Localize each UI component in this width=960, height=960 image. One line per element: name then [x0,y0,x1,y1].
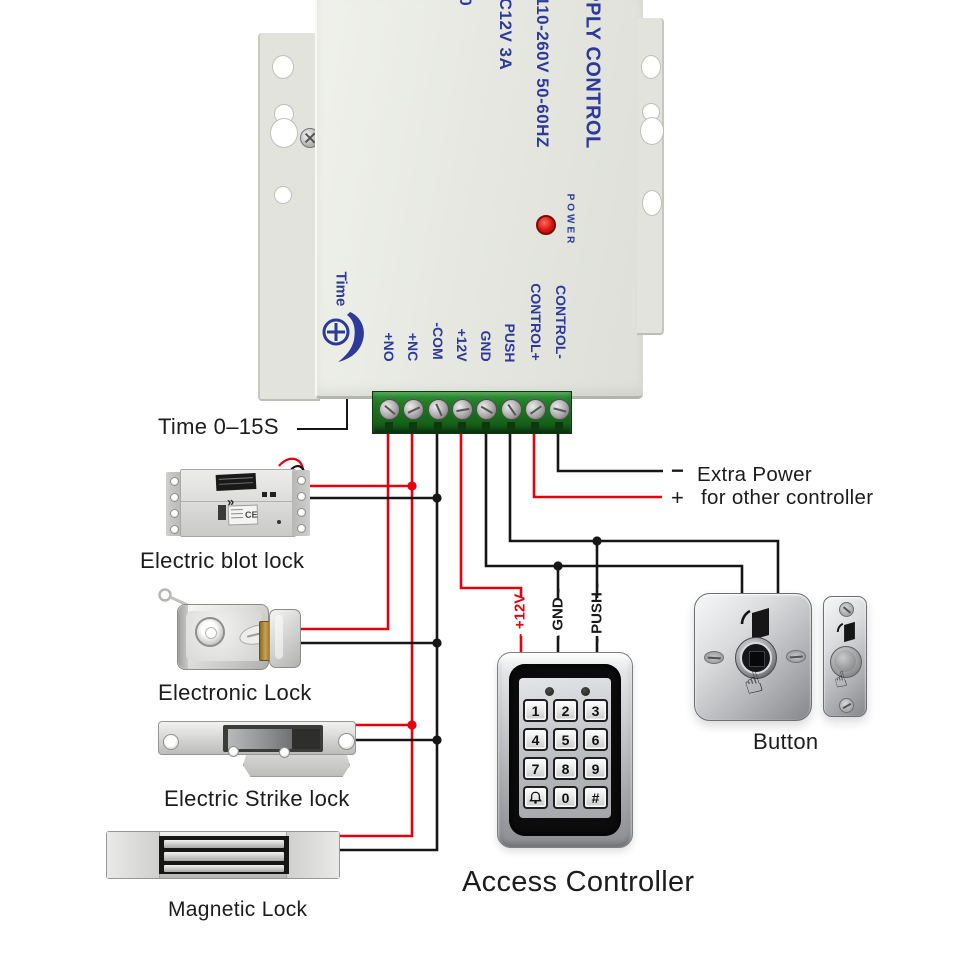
key-6: 6 [583,728,608,751]
psu-box [315,0,643,399]
terminal-screw [428,399,449,420]
extra-power-plus: + [671,485,685,510]
strike-lock [150,715,365,780]
terminal-screw [452,399,473,420]
strike-lock-label: Electric Strike lock [164,786,350,811]
extra-power-line2: for other controller [701,486,874,509]
black-junction-dots [432,493,602,745]
mount-hole [338,733,355,750]
terminal-label-no: +NO [381,332,397,362]
time-range-label: Time 0–15S [158,414,279,439]
mount-hole [163,734,179,750]
terminal-screw [525,399,546,420]
cylinder-hole [195,617,225,647]
bolt-lock-label: Electric blot lock [140,548,305,573]
psu-right-flange [637,18,664,335]
psu-dc-rating: C12V 3A [496,0,515,71]
screw-slot [704,651,724,664]
mount-hole [272,55,294,79]
ce-mark: CE [244,509,258,520]
time-dial-label: Time [332,271,350,307]
exit-button-label: Button [753,729,819,754]
wire-label-push: - PUSH - [588,583,606,643]
terminal-label-nc: +NC [405,332,421,362]
terminal-label-12v: +12V [454,328,470,362]
keypad-keys: 1 2 3 4 5 6 7 8 9 0 # [523,699,608,809]
keyhole-slot [270,118,298,148]
keyhole-slot [640,117,664,145]
psu-left-flange [258,33,320,401]
wire-label-gnd: - GND - [549,588,567,640]
psu-title: UPPLY CONTROL [581,0,604,149]
red-junction-dots [407,481,417,730]
terminal-screw [476,399,497,420]
extra-power-minus: − [671,458,685,483]
key-8: 8 [553,757,578,780]
electronic-lock-label: Electronic Lock [158,680,312,705]
terminal-label-com: -COM [430,322,446,360]
terminal-label-gnd: GND [478,330,494,362]
keypad-led [581,687,590,696]
terminal-screw [501,399,522,420]
black-wires [289,392,780,852]
keypad-led [545,687,554,696]
power-led-label: POWER [564,193,576,247]
terminal-screw [549,399,570,420]
magnetic-lock-label: Magnetic Lock [168,898,308,921]
red-wires [278,420,662,838]
screw [839,698,854,713]
terminal-screw [403,399,424,420]
mount-hole [642,190,662,216]
terminal-screw [379,399,400,420]
door-icon [836,621,855,643]
mount-hole [274,186,292,204]
bolt-lock: » CE [160,452,320,547]
strike-pocket [223,725,323,758]
key-bell [523,786,548,809]
door-icon [740,608,769,640]
screw-slot [786,650,806,663]
terminal-label-push: PUSH [502,323,518,363]
terminal-block [372,391,572,434]
push-button-square-core [749,651,765,667]
screw [228,746,239,757]
electronic-lock [150,580,310,675]
push-button-dome [834,650,856,672]
screw [279,747,290,758]
terminal-label-control-plus: CONTROL+ [528,283,544,361]
key-5: 5 [553,728,578,751]
key-3: 3 [583,699,608,722]
screw [839,602,854,617]
access-controller-label: Access Controller [462,866,695,898]
psu-ac-rating: 110-260V 50-60HZ [533,0,552,148]
magnetic-lock [106,831,340,879]
key-9: 9 [583,757,608,780]
psu-top-text-fragment: 0 [456,0,475,6]
mount-hole [641,55,661,79]
key-2: 2 [553,699,578,722]
power-led [536,215,556,235]
key-1: 1 [523,699,548,722]
key-0: 0 [553,786,578,809]
terminal-label-control-minus: CONTROL- [553,285,569,359]
bolt-lock-ce-label: CE [227,504,259,526]
time-dial-icon [322,312,364,362]
key-hash: # [583,786,608,809]
bolt-lock-nameplate [215,472,257,492]
extra-power-line1: Extra Power [697,463,812,486]
key-7: 7 [523,757,548,780]
key-4: 4 [523,728,548,751]
wire-label-12v: - +12V [511,593,529,639]
bell-icon [529,791,542,804]
